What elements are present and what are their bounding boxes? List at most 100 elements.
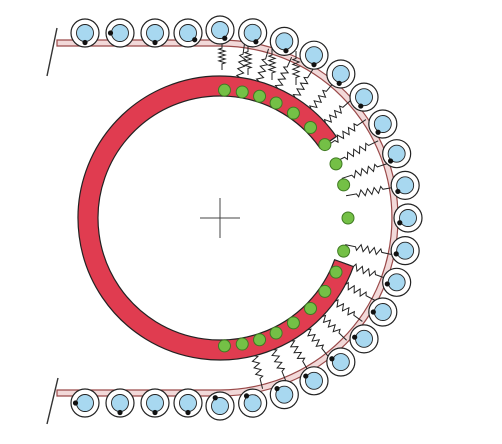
contact-point <box>235 85 249 99</box>
bearing-marker-dot <box>387 158 394 164</box>
c-arc-shape <box>77 75 355 361</box>
bearing-marker-dot <box>358 103 364 109</box>
spring <box>341 163 388 179</box>
bearing-roller <box>368 297 398 327</box>
bearing-marker-dot <box>352 334 358 340</box>
bearing-roller <box>173 18 203 48</box>
spring <box>334 140 379 163</box>
center-crosshair <box>200 198 240 238</box>
bearing-marker-dot <box>395 188 401 195</box>
contact-point <box>253 333 267 347</box>
spring <box>325 119 367 147</box>
bearing-inner-disc <box>355 88 373 107</box>
bearing-inner-disc <box>355 329 373 348</box>
bearing-marker-dot <box>336 80 342 86</box>
bearing-roller <box>238 18 268 48</box>
contact-point <box>318 284 332 298</box>
contact-point <box>235 337 249 351</box>
bearing-inner-disc <box>275 385 294 404</box>
contact-point <box>286 316 300 330</box>
bearing-marker-dot <box>384 281 390 287</box>
bearing-roller <box>105 18 135 48</box>
contact-point <box>337 178 351 192</box>
spring <box>291 51 301 85</box>
bearing-marker-dot <box>107 30 114 36</box>
bearing-inner-disc <box>111 394 129 412</box>
bearing-roller <box>382 267 412 297</box>
bearing-marker-dot <box>192 37 198 43</box>
contact-point <box>329 157 343 171</box>
contact-point <box>217 339 231 353</box>
bearing-inner-disc <box>76 24 94 42</box>
bearing-marker-dot <box>72 400 79 406</box>
bearing-roller <box>299 40 329 70</box>
bearing-marker-dot <box>370 309 376 315</box>
bearing-rollers <box>70 15 423 421</box>
bearing-roller <box>238 388 268 418</box>
bearing-roller <box>368 109 398 139</box>
bearing-inner-disc <box>331 353 350 371</box>
contact-point <box>318 138 332 152</box>
bearing-marker-dot <box>185 409 191 416</box>
bearing-marker-dot <box>222 35 228 41</box>
bearing-roller <box>205 15 235 45</box>
bearing-inner-disc <box>387 273 406 292</box>
bearing-roller <box>70 18 100 48</box>
bearing-inner-disc <box>111 24 129 42</box>
bearing-marker-dot <box>117 409 123 416</box>
bearing-roller <box>326 59 356 89</box>
bearing-inner-disc <box>305 46 323 65</box>
bearing-roller <box>299 366 329 396</box>
bearing-roller <box>390 236 420 266</box>
bearing-marker-dot <box>152 39 158 46</box>
bearing-roller <box>393 203 423 233</box>
bearing-roller <box>269 380 299 410</box>
spring <box>345 243 393 256</box>
bearing-marker-dot <box>393 251 399 257</box>
bearing-inner-disc <box>305 371 323 390</box>
bearing-marker-dot <box>152 409 158 416</box>
contact-point <box>304 120 318 134</box>
spring <box>267 48 277 80</box>
bearing-marker-dot <box>283 48 289 54</box>
bearing-marker-dot <box>397 220 403 226</box>
bearing-roller <box>349 82 379 112</box>
bearing-roller <box>390 170 420 200</box>
green-contact-points <box>217 83 355 353</box>
bearing-inner-disc <box>211 21 229 39</box>
bearing-roller <box>140 388 170 418</box>
bearing-roller <box>105 388 135 418</box>
bearing-roller <box>382 139 412 169</box>
bearing-marker-dot <box>82 39 88 46</box>
bearing-roller <box>269 26 299 56</box>
red-c-arc <box>77 75 355 361</box>
bearing-marker-dot <box>329 356 335 362</box>
bearing-marker-dot <box>303 373 309 379</box>
bearing-marker-dot <box>274 385 280 392</box>
bearing-roller <box>326 347 356 377</box>
spring <box>217 42 227 70</box>
contact-point <box>341 211 355 225</box>
contact-point <box>253 89 267 103</box>
bearing-inner-disc <box>387 144 406 163</box>
bearing-inner-disc <box>396 241 415 260</box>
bearing-marker-dot <box>253 39 259 45</box>
bearing-marker-dot <box>311 62 317 68</box>
bearing-inner-disc <box>146 394 164 412</box>
bearing-marker-dot <box>375 129 381 135</box>
bearing-inner-disc <box>399 209 417 227</box>
base-line-bottom <box>46 377 59 425</box>
bearing-inner-disc <box>146 24 164 42</box>
bearing-roller <box>173 388 203 418</box>
bearing-inner-disc <box>179 24 197 42</box>
bearing-inner-disc <box>373 115 392 133</box>
bearing-inner-disc <box>331 65 350 83</box>
contact-point <box>286 106 300 120</box>
bearing-roller <box>205 391 235 421</box>
bearing-marker-dot <box>243 393 250 399</box>
contact-point <box>337 244 351 258</box>
spring <box>243 45 253 75</box>
contact-point <box>217 83 231 97</box>
